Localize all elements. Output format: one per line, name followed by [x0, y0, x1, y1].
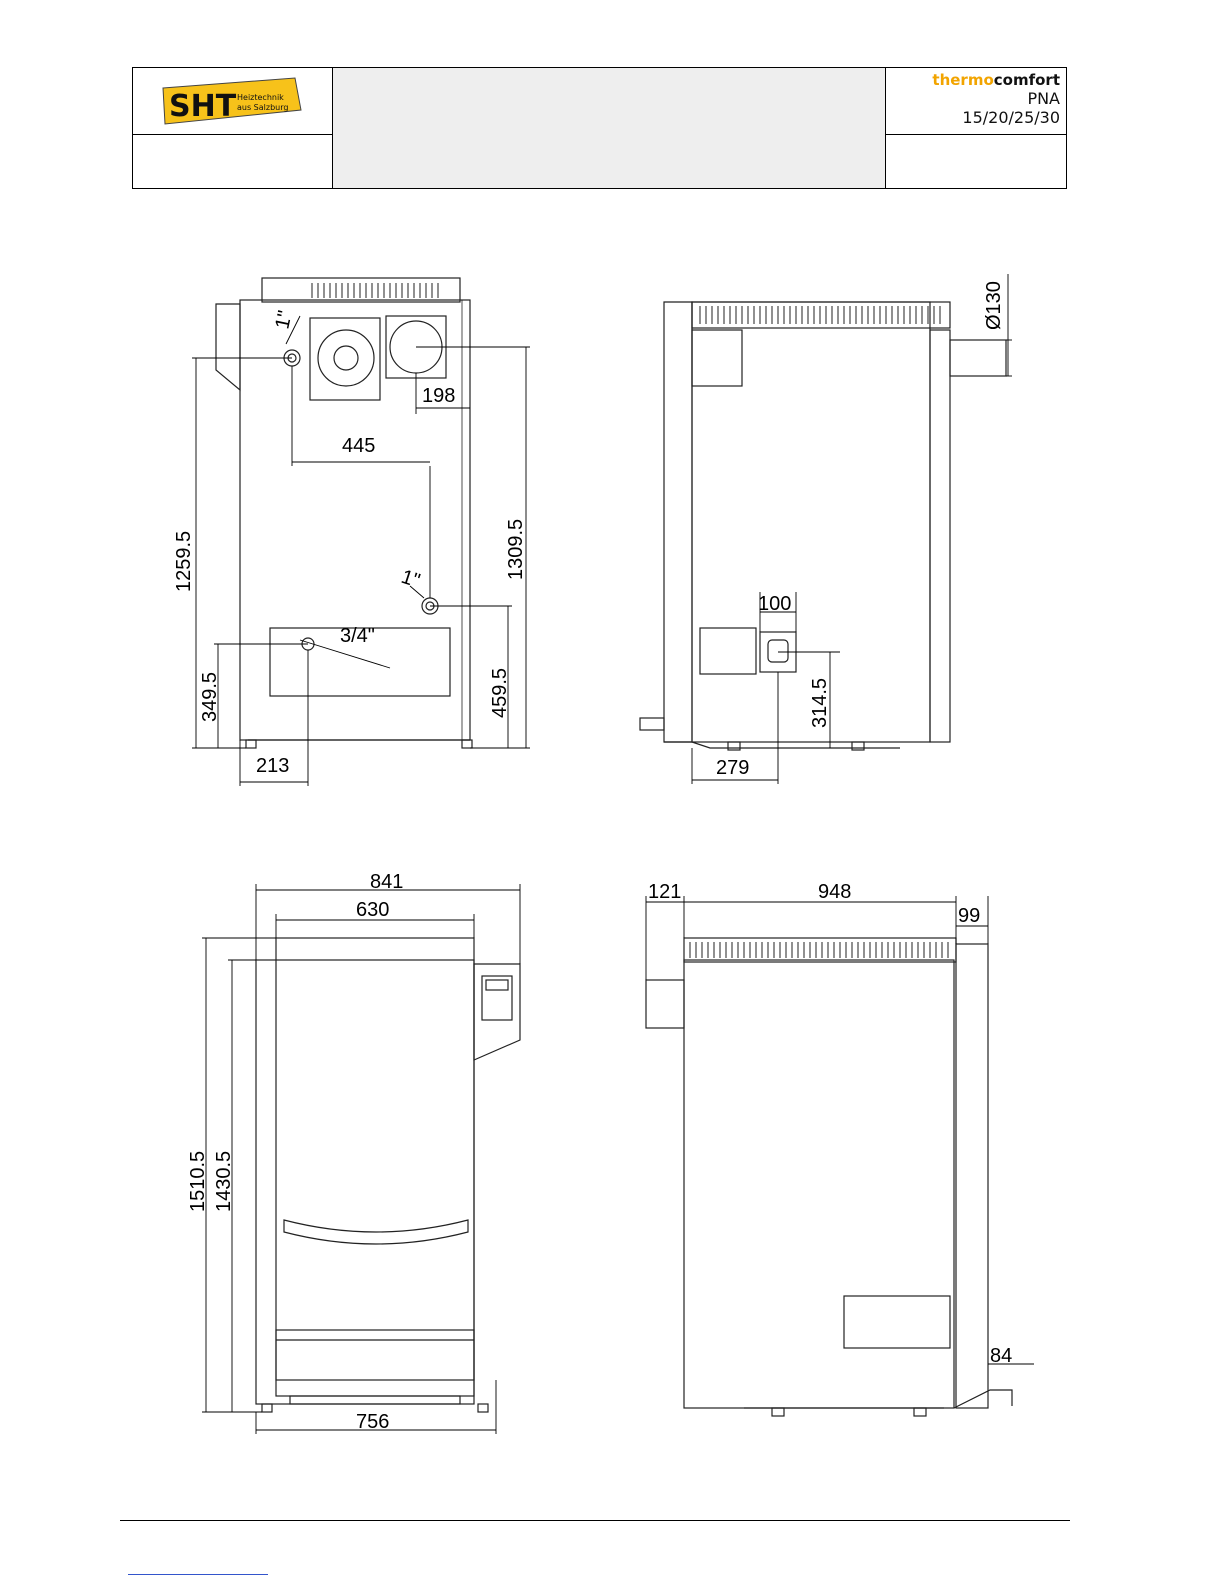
- side-rear-panel: [930, 330, 950, 742]
- side-inspection-cover: [700, 628, 756, 674]
- side-vent-slots: [700, 306, 940, 324]
- front-view: [256, 938, 520, 1412]
- dim-d130: Ø130: [983, 281, 1005, 330]
- side-view-2: [646, 938, 1012, 1416]
- dim-100: 100: [758, 593, 791, 615]
- dim-198: 198: [422, 385, 455, 407]
- side2-flue-pipe: [646, 980, 684, 1028]
- dim-drain-3-4-inch: 3/4": [340, 625, 375, 647]
- dim-84: 84: [990, 1345, 1012, 1367]
- front-door: [276, 938, 474, 1396]
- side2-top-cover: [684, 938, 956, 962]
- side2-body-outline: [684, 960, 954, 1408]
- fan-wheel: [318, 330, 374, 386]
- dim-349-5: 349.5: [199, 672, 221, 722]
- rear-foot-left: [246, 740, 256, 748]
- rear-foot-right: [462, 740, 472, 748]
- front-body-outline: [256, 960, 474, 1404]
- dim-1510-5: 1510.5: [187, 1151, 209, 1212]
- control-screen: [486, 980, 508, 990]
- dim-630: 630: [356, 899, 389, 921]
- side2-handle: [954, 1390, 1012, 1408]
- side-body-outline: [692, 302, 930, 742]
- dim-return-1-inch: 1": [398, 566, 422, 593]
- door-handle: [284, 1220, 468, 1244]
- dim-756: 756: [356, 1411, 389, 1433]
- dim-1259-5: 1259.5: [173, 531, 195, 592]
- footer-link-underline: [128, 1574, 268, 1575]
- side2-vent-slots: [690, 942, 948, 958]
- fan-hub: [334, 346, 358, 370]
- side-handle: [640, 718, 664, 730]
- flue-pipe-d130: [950, 340, 1006, 376]
- rear-side-panel: [216, 304, 240, 390]
- rear-top-cover: [262, 278, 460, 302]
- dim-948: 948: [818, 881, 851, 903]
- side-view-dimensions: [692, 274, 1012, 784]
- front-view-dimensions: [202, 884, 520, 1434]
- dimension-labels: 1" 198 445 1259.5 1309.5 1" 3/4" 349.5 4…: [173, 281, 1012, 1433]
- rear-vent-slots: [312, 283, 438, 298]
- dim-841: 841: [370, 871, 403, 893]
- dim-1430-5: 1430.5: [213, 1151, 235, 1212]
- side-upper-panel: [692, 330, 742, 386]
- side-front-door: [664, 302, 692, 742]
- front-foot-left: [262, 1404, 272, 1412]
- footer-rule: [120, 1520, 1070, 1521]
- dim-99: 99: [958, 905, 980, 927]
- dim-279: 279: [716, 757, 749, 779]
- dim-213: 213: [256, 755, 289, 777]
- control-panel-housing: [474, 964, 520, 1060]
- side-view-2-dimensions: [646, 896, 1034, 1364]
- rear-view-dimensions: [192, 316, 530, 786]
- ash-drawer: [276, 1330, 474, 1380]
- dim-flow-1-inch: 1": [271, 309, 296, 331]
- side2-inspection-cover: [844, 1296, 950, 1348]
- dim-121: 121: [648, 881, 681, 903]
- rear-view: [216, 278, 472, 748]
- dim-445: 445: [342, 435, 375, 457]
- side2-front-door: [956, 944, 988, 1408]
- dim-459-5: 459.5: [489, 668, 511, 718]
- dim-1309-5: 1309.5: [505, 519, 527, 580]
- front-foot-right: [478, 1404, 488, 1412]
- side-top-cover: [692, 302, 950, 328]
- front-plinth: [290, 1396, 460, 1404]
- dim-314-5: 314.5: [809, 678, 831, 728]
